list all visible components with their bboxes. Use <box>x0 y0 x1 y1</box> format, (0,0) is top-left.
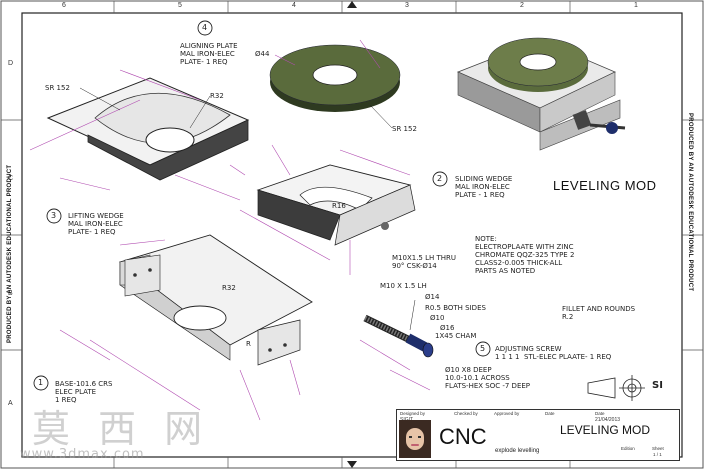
watermark-url: www.3dmax.com <box>20 447 145 462</box>
callout-4: 4 <box>202 23 208 32</box>
designed-by-label: Designed by <box>400 411 426 416</box>
lifting-wedge-label: LIFTING WEDGE MAL IRON-ELEC PLATE- 1 REQ <box>68 212 124 236</box>
column-label-1: 1 <box>634 2 638 9</box>
row-label-d: D <box>8 60 14 67</box>
sr152-label-b: SR 152 <box>392 125 417 133</box>
callout-2-circle <box>432 171 448 187</box>
r05-label: R0.5 BOTH SIDES <box>425 304 486 312</box>
drawing-title: LEVELING MOD <box>553 178 657 193</box>
column-label-5: 5 <box>178 2 182 9</box>
callout-3-circle <box>46 208 62 224</box>
si-label: SI <box>652 380 663 391</box>
checked-by-label: Checked by <box>454 411 478 416</box>
designer-photo <box>399 420 431 458</box>
lifting-wedge-drawing <box>59 234 313 421</box>
d10-label: Ø10 <box>430 314 445 322</box>
callout-2: 2 <box>437 174 443 183</box>
d10deep-label: Ø10 X8 DEEP 10.0-10.1 ACROSS FLATS-HEX S… <box>445 366 531 390</box>
sheet-subtitle: explode levelling <box>495 448 540 454</box>
company-name: CNC <box>439 424 487 449</box>
fillet-label: FILLET AND ROUNDS R.2 <box>562 305 636 321</box>
callout-1: 1 <box>38 378 44 387</box>
adjusting-screw-label: ADJUSTING SCREW 1 1 1 1 STL-ELEC PLAATE-… <box>495 345 612 361</box>
callout-5: 5 <box>480 344 486 353</box>
column-label-4: 4 <box>292 2 296 9</box>
side-text-left: PRODUCED BY AN AUTODESK EDUCATIONAL PROD… <box>7 164 13 343</box>
d16-label: Ø16 <box>440 324 455 332</box>
sliding-wedge-drawing <box>239 144 416 275</box>
r-label-c: R <box>246 340 251 348</box>
side-text-right: PRODUCED BY AN AUTODESK EDUCATIONAL PROD… <box>687 113 693 292</box>
watermark-chars: 莫 西 网 <box>32 407 211 451</box>
d44-label: Ø44 <box>255 50 270 58</box>
approved-by-label: Approved by <box>494 411 520 416</box>
date-value: 21/04/2013 <box>595 417 621 423</box>
sheet-value: 1 / 1 <box>653 452 662 457</box>
note-label: NOTE: ELECTROPLAATE WITH ZINC CHROMATE Q… <box>475 235 575 275</box>
sheet-label: Sheet <box>652 446 664 451</box>
r16-label: R16 <box>332 202 346 210</box>
aligning-disc-render <box>269 39 401 129</box>
callout-3: 3 <box>51 211 57 220</box>
sliding-wedge-label: SLIDING WEDGE MAL IRON-ELEC PLATE - 1 RE… <box>455 175 513 199</box>
r32-label-b: R32 <box>222 284 236 292</box>
callout-1-circle <box>33 375 49 391</box>
row-label-c: C <box>8 175 14 182</box>
d14-label: Ø14 <box>425 293 440 301</box>
cham-label: 1X45 CHAM <box>435 332 477 340</box>
row-label-b: B <box>8 290 13 297</box>
m10-label: M10 X 1.5 LH <box>380 282 427 290</box>
assembly-render <box>456 37 626 151</box>
base-plate-label: BASE-101.6 CRS ELEC PLATE 1 REQ <box>55 380 113 404</box>
callout-4-circle <box>197 20 213 36</box>
column-label-2: 2 <box>520 2 524 9</box>
sr152-label-a: SR 152 <box>45 84 70 92</box>
r32-label-a: R32 <box>210 92 224 100</box>
m10-thru-label: M10X1.5 LH THRU 90° CSK-Ø14 <box>392 254 457 270</box>
projection-symbol <box>587 375 645 401</box>
edition-label: Edition <box>621 446 635 451</box>
date-label-1: Date <box>545 411 555 416</box>
aligning-plate-drawing <box>29 69 250 201</box>
column-label-6: 6 <box>62 2 66 9</box>
sheet-title: LEVELING MOD <box>560 423 651 437</box>
date-label-2: Date <box>595 411 605 416</box>
adjusting-screw-drawing <box>359 299 434 391</box>
row-label-a: A <box>8 400 13 407</box>
callout-5-circle <box>475 341 491 357</box>
column-label-3: 3 <box>405 2 409 9</box>
aligning-plate-label: ALIGNING PLATE MAL IRON-ELEC PLATE- 1 RE… <box>180 42 238 66</box>
title-block: Designed by SIGIT Checked by Approved by… <box>396 409 680 461</box>
